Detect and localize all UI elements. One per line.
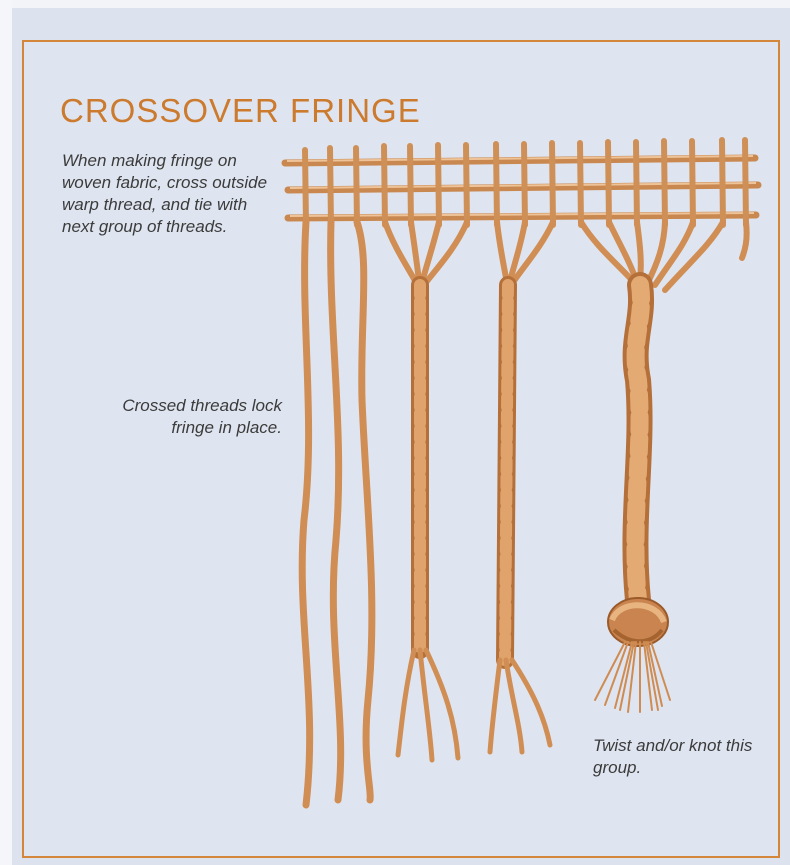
knotted-braid [635,285,641,600]
tassel [595,642,670,712]
loose-thread-1 [302,222,309,805]
crossover-threads [385,222,747,290]
loose-thread-3 [357,222,372,800]
twisted-braid-2 [490,285,550,752]
loose-thread-2 [331,222,341,800]
twisted-braid-1 [398,285,458,760]
knot [608,598,668,646]
loose-threads [302,222,372,805]
